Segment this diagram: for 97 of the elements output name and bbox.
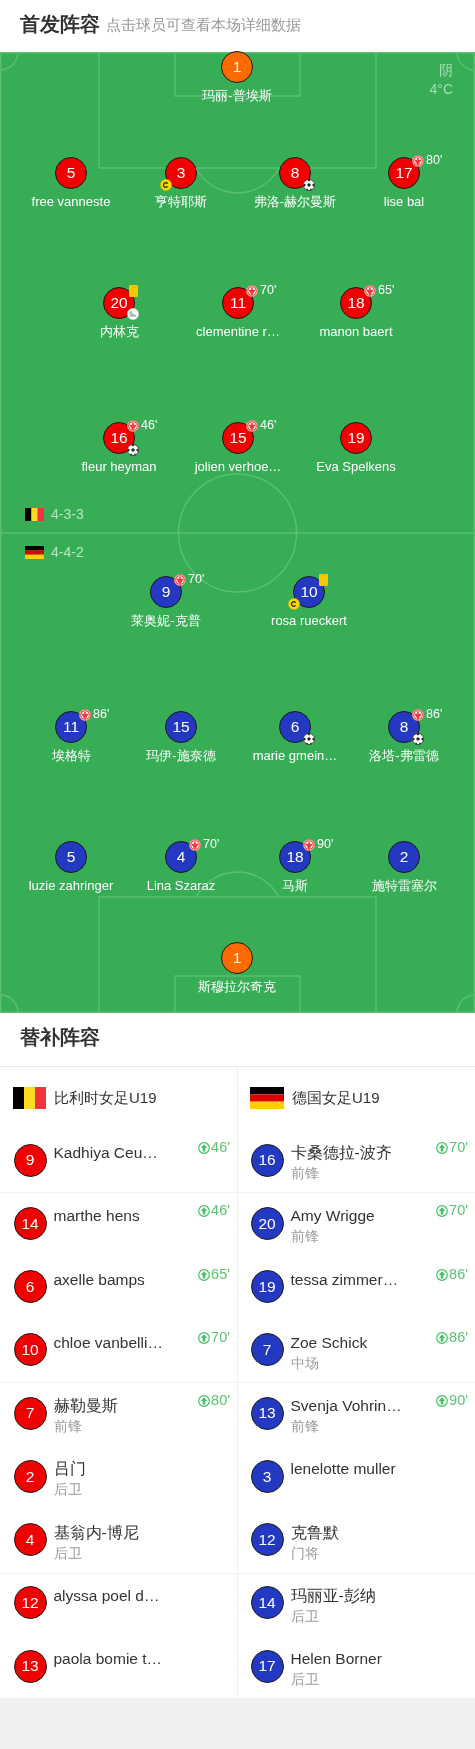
player-circle: 17 [250,1649,284,1683]
player-name: 马斯 [282,878,308,894]
player-circle: 7 [13,1396,47,1430]
player-circle: 2 [13,1459,47,1493]
player-name: 玛伊-施奈德 [146,748,216,764]
player-circle: 6 [13,1270,47,1303]
player-circle: 13 [13,1649,47,1683]
player-position: 前锋 [290,1227,319,1245]
substitution-time: 90' [317,836,334,852]
substitution-time: 86' [449,1265,468,1284]
section-title: 替补阵容 [20,1026,100,1050]
player-name: 亨特耶斯 [155,194,207,210]
player-name: 莱奥妮-克普 [131,613,201,629]
player-name: 弗洛-赫尔曼斯 [253,194,337,210]
player-name: lenelotte muller [290,1459,396,1479]
player-name: axelle bamps [53,1270,145,1289]
substitution-time: 70' [449,1202,468,1220]
player-position: 后卫 [290,1670,319,1688]
player-name: marthe hens [53,1206,140,1226]
substitution-time: 65' [378,282,395,298]
player-circle: 14 [13,1206,47,1240]
player-name: 斯穆拉尔奇克 [198,979,276,995]
player-circle: 16 [250,1143,284,1177]
player-name: fleur heyman [81,459,157,475]
player-name: Eva Spelkens [316,459,396,475]
player-name: lise bal [383,194,425,210]
player-circle: 12 [250,1523,284,1556]
player-name: 克鲁默 [290,1523,339,1542]
section-title: 首发阵容 [20,13,100,37]
player-name: 赫勒曼斯 [53,1396,118,1416]
player-circle: 10 [13,1333,47,1367]
formation-text: 4-4-2 [51,543,84,561]
substitution-time: 86' [426,706,443,722]
player-name: 玛丽亚-彭纳 [290,1586,376,1606]
player-name: 卡桑德拉-波齐 [290,1143,392,1163]
weather-text: 阴 [439,61,453,79]
substitution-time: 70' [188,571,205,587]
substitution-time: 70' [211,1329,230,1347]
player-position: 后卫 [53,1544,82,1561]
substitution-time: 46' [260,417,277,433]
substitution-time: 70' [203,836,220,852]
player-circle: 19 [250,1270,284,1303]
player-name: chloe vanbelli… [53,1333,163,1353]
player-name: marie gmein… [252,748,338,764]
player-circle: 12 [13,1586,47,1620]
player-name: Svenja Vohrin… [290,1396,402,1416]
player-name: free vanneste [31,194,111,210]
player-name: Kadhiya Ceu… [53,1143,158,1163]
substitution-time: 46' [211,1139,230,1157]
player-name: Helen Borner [290,1649,382,1669]
player-name: 埃格特 [51,748,91,764]
substitution-time: 80' [211,1392,230,1410]
player-circle: 13 [250,1396,284,1430]
player-name: 洛塔-弗雷德 [369,748,439,764]
player-position: 前锋 [290,1164,319,1182]
player-name: manon baert [319,324,393,340]
player-circle: 4 [13,1523,47,1556]
player-name: clementine r… [196,324,280,340]
player-name: paola bomie t… [53,1649,163,1669]
substitution-time: 70' [260,282,277,298]
substitution-time: 80' [426,152,443,168]
substitution-time: 86' [93,706,110,722]
player-name: 玛丽-普埃斯 [202,88,272,104]
player-name: Amy Wrigge [290,1206,375,1226]
player-position: 后卫 [290,1607,319,1625]
substitution-time: 90' [449,1392,468,1410]
player-position: 中场 [290,1354,319,1372]
player-name: 吕门 [53,1459,86,1479]
player-name: 施特雷塞尔 [371,878,437,894]
player-position: 前锋 [290,1417,319,1435]
player-name: Zoe Schick [290,1333,368,1353]
temperature-text: 4°C [429,80,453,98]
substitution-time: 46' [211,1202,230,1220]
player-circle: 9 [13,1143,47,1177]
player-name: Lina Szaraz [146,878,216,894]
team-name: 比利时女足U19 [54,1089,157,1107]
player-name: luzie zahringer [28,878,114,894]
player-name: jolien verhoe… [194,459,282,475]
player-name: tessa zimmer… [290,1270,399,1289]
hint-text: 点击球员可查看本场详细数据 [106,17,301,35]
substitution-time: 70' [449,1139,468,1157]
team-name: 德国女足U19 [292,1089,380,1107]
player-name: 内林克 [99,324,139,340]
player-position: 后卫 [53,1480,82,1498]
player-circle: 20 [250,1206,284,1240]
player-name: rosa rueckert [271,613,347,629]
player-circle: 14 [250,1586,284,1620]
substitution-time: 65' [211,1265,230,1284]
player-name: 基翁内-博尼 [53,1523,139,1542]
player-position: 门将 [290,1544,319,1561]
formation-text: 4-3-3 [51,505,84,523]
player-circle: 3 [250,1459,284,1493]
substitution-time: 46' [141,417,158,433]
substitution-time: 86' [449,1329,468,1347]
player-circle: 7 [250,1333,284,1367]
player-name: alyssa poel d… [53,1586,160,1606]
player-position: 前锋 [53,1417,82,1435]
